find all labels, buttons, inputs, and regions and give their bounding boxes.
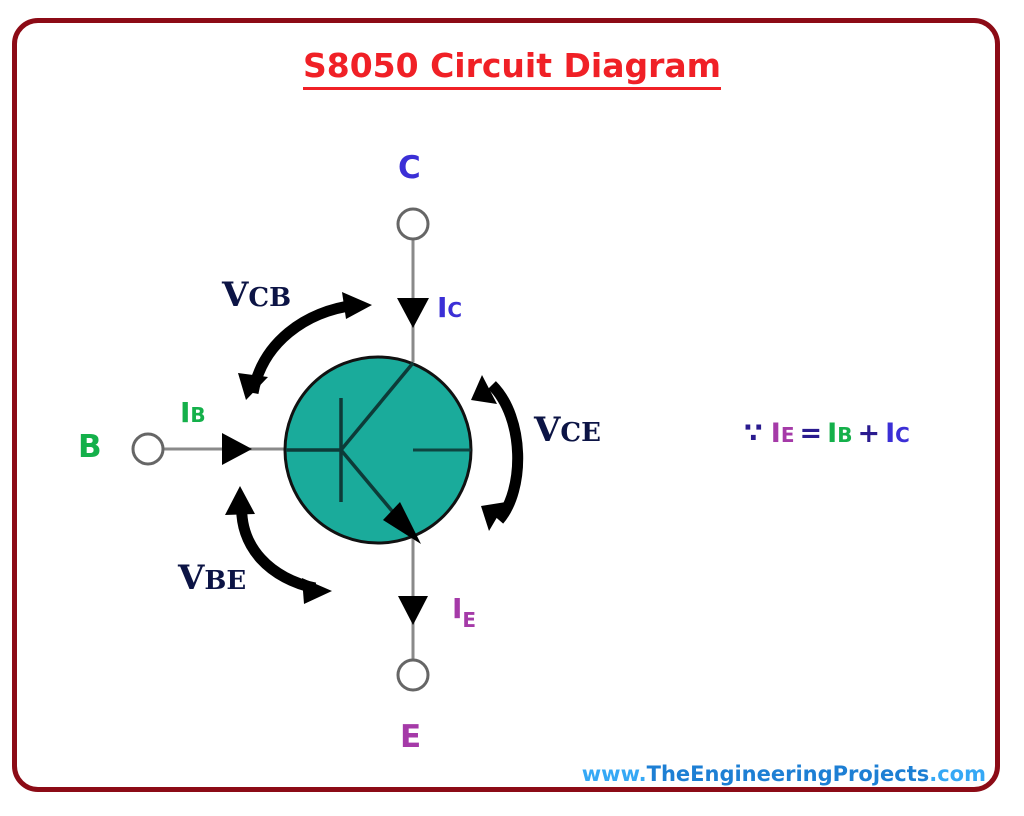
emitter-current-symbol: I: [452, 592, 463, 625]
website-url-footer[interactable]: www.TheEngineeringProjects.com: [582, 762, 986, 786]
vcb-symbol: V: [222, 275, 249, 315]
vce-symbol: V: [534, 410, 561, 450]
page-border-frame: [12, 18, 1000, 792]
url-prefix: www.: [581, 762, 647, 786]
url-domain-name: TheEngineeringProjects: [646, 762, 930, 786]
because-symbol-icon: ∵: [744, 418, 763, 449]
emitter-terminal-node: [396, 658, 430, 692]
equation-ie-symbol: I: [770, 418, 781, 449]
collector-current-arrow-icon: [397, 298, 429, 328]
current-relationship-equation: ∵IE=IB+IC: [744, 418, 910, 449]
emitter-current-label: IE: [452, 592, 476, 632]
equation-ic-symbol: I: [885, 418, 896, 449]
equation-ib-symbol: I: [827, 418, 838, 449]
base-current-subscript: B: [190, 403, 206, 427]
url-tld: .com: [929, 762, 986, 786]
equation-equals: =: [799, 418, 823, 449]
emitter-current-subscript: E: [462, 608, 477, 632]
base-terminal-label: B: [78, 429, 102, 465]
base-current-label: IB: [180, 396, 206, 429]
collector-terminal-label: C: [398, 150, 421, 186]
vbe-subscript: BE: [204, 566, 247, 596]
page-title: S8050 Circuit Diagram: [0, 46, 1024, 90]
collector-terminal-node: [396, 207, 430, 241]
equation-plus: +: [857, 418, 881, 449]
collector-current-subscript: C: [447, 298, 463, 322]
vbe-label: VBE: [178, 558, 246, 598]
npn-emitter-arrow-icon: [383, 502, 421, 544]
base-terminal-node: [131, 432, 165, 466]
vcb-subscript: CB: [248, 283, 292, 313]
emitter-current-arrow-icon: [398, 596, 428, 625]
vce-arrow-icon: [471, 375, 524, 531]
vce-label: VCE: [534, 410, 601, 450]
vbe-symbol: V: [178, 558, 205, 598]
vcb-label: VCB: [222, 275, 291, 315]
emitter-terminal-label: E: [400, 719, 422, 755]
collector-current-label: IC: [437, 291, 462, 324]
equation-ic-subscript: C: [895, 423, 910, 447]
vbe-arrow-icon: [225, 486, 332, 604]
vce-subscript: CE: [560, 418, 601, 448]
base-current-symbol: I: [180, 396, 191, 429]
equation-ie-subscript: E: [780, 423, 795, 447]
base-current-arrow-icon: [222, 433, 252, 465]
page-title-text: S8050 Circuit Diagram: [302, 46, 722, 90]
transistor-collector-lead: [339, 361, 415, 452]
collector-current-symbol: I: [437, 291, 448, 324]
equation-ib-subscript: B: [837, 423, 853, 447]
vcb-arrow-icon: [238, 292, 372, 400]
